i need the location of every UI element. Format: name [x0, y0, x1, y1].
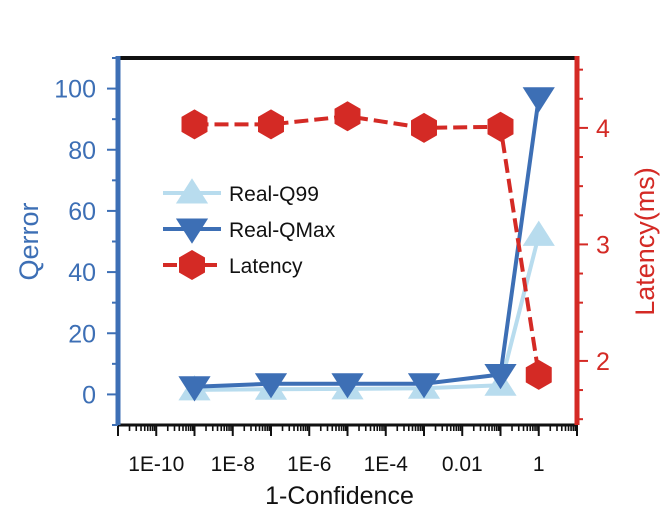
- data-point: [254, 373, 288, 399]
- data-point: [525, 359, 552, 390]
- legend-marker: [179, 250, 205, 280]
- axes-layer: 1E-10 1E-8 1E-6 1E-4 0.01 1 0 20 40 60 80 100 2 3 4: [54, 56, 610, 476]
- data-point: [334, 101, 361, 132]
- legend-label: Real-Q99: [229, 183, 319, 206]
- axis-labels: 1-Confidence Qerror Latency(ms): [14, 167, 660, 509]
- left-tick-label: 40: [68, 259, 96, 287]
- legend-marker: [175, 218, 209, 244]
- legend-item: Real-QMax: [163, 218, 336, 244]
- right-tick-label: 2: [596, 348, 610, 376]
- data-point: [331, 373, 364, 399]
- left-tick-label: 20: [68, 320, 96, 348]
- right-axis-title: Latency(ms): [630, 167, 660, 316]
- series-line: [194, 114, 541, 376]
- left-tick-label: 60: [68, 198, 96, 226]
- series-real-qmax: [178, 87, 555, 402]
- data-point: [484, 364, 517, 390]
- data-point: [522, 220, 555, 246]
- data-point: [411, 112, 437, 143]
- series-line: [194, 97, 541, 389]
- series-layer: [178, 87, 555, 402]
- data-point: [407, 373, 441, 399]
- legend-item: Real-Q99: [163, 178, 319, 206]
- x-tick-label: 1E-8: [211, 453, 255, 476]
- x-tick-label: 1E-6: [287, 453, 331, 476]
- series-latency: [181, 101, 552, 390]
- left-tick-label: 100: [54, 76, 96, 104]
- data-point: [178, 376, 211, 402]
- legend-item: Latency: [163, 250, 303, 280]
- left-axis-title: Qerror: [14, 202, 44, 280]
- data-point: [181, 109, 208, 140]
- x-tick-label: 1E-4: [364, 453, 409, 476]
- right-tick-label: 3: [596, 231, 610, 259]
- legend-marker: [175, 178, 209, 204]
- right-tick-label: 4: [596, 115, 610, 143]
- data-point: [522, 87, 555, 113]
- left-tick-label: 0: [82, 381, 96, 409]
- x-tick-label: 1: [533, 453, 545, 476]
- series-line: [194, 234, 541, 392]
- x-tick-label: 1E-10: [128, 453, 184, 476]
- x-tick-label: 0.01: [442, 453, 483, 476]
- legend-label: Real-QMax: [229, 219, 336, 242]
- left-tick-label: 80: [68, 137, 96, 165]
- data-point: [258, 109, 284, 140]
- legend-label: Latency: [229, 255, 303, 278]
- x-axis-title: 1-Confidence: [265, 482, 414, 509]
- data-point: [487, 111, 514, 142]
